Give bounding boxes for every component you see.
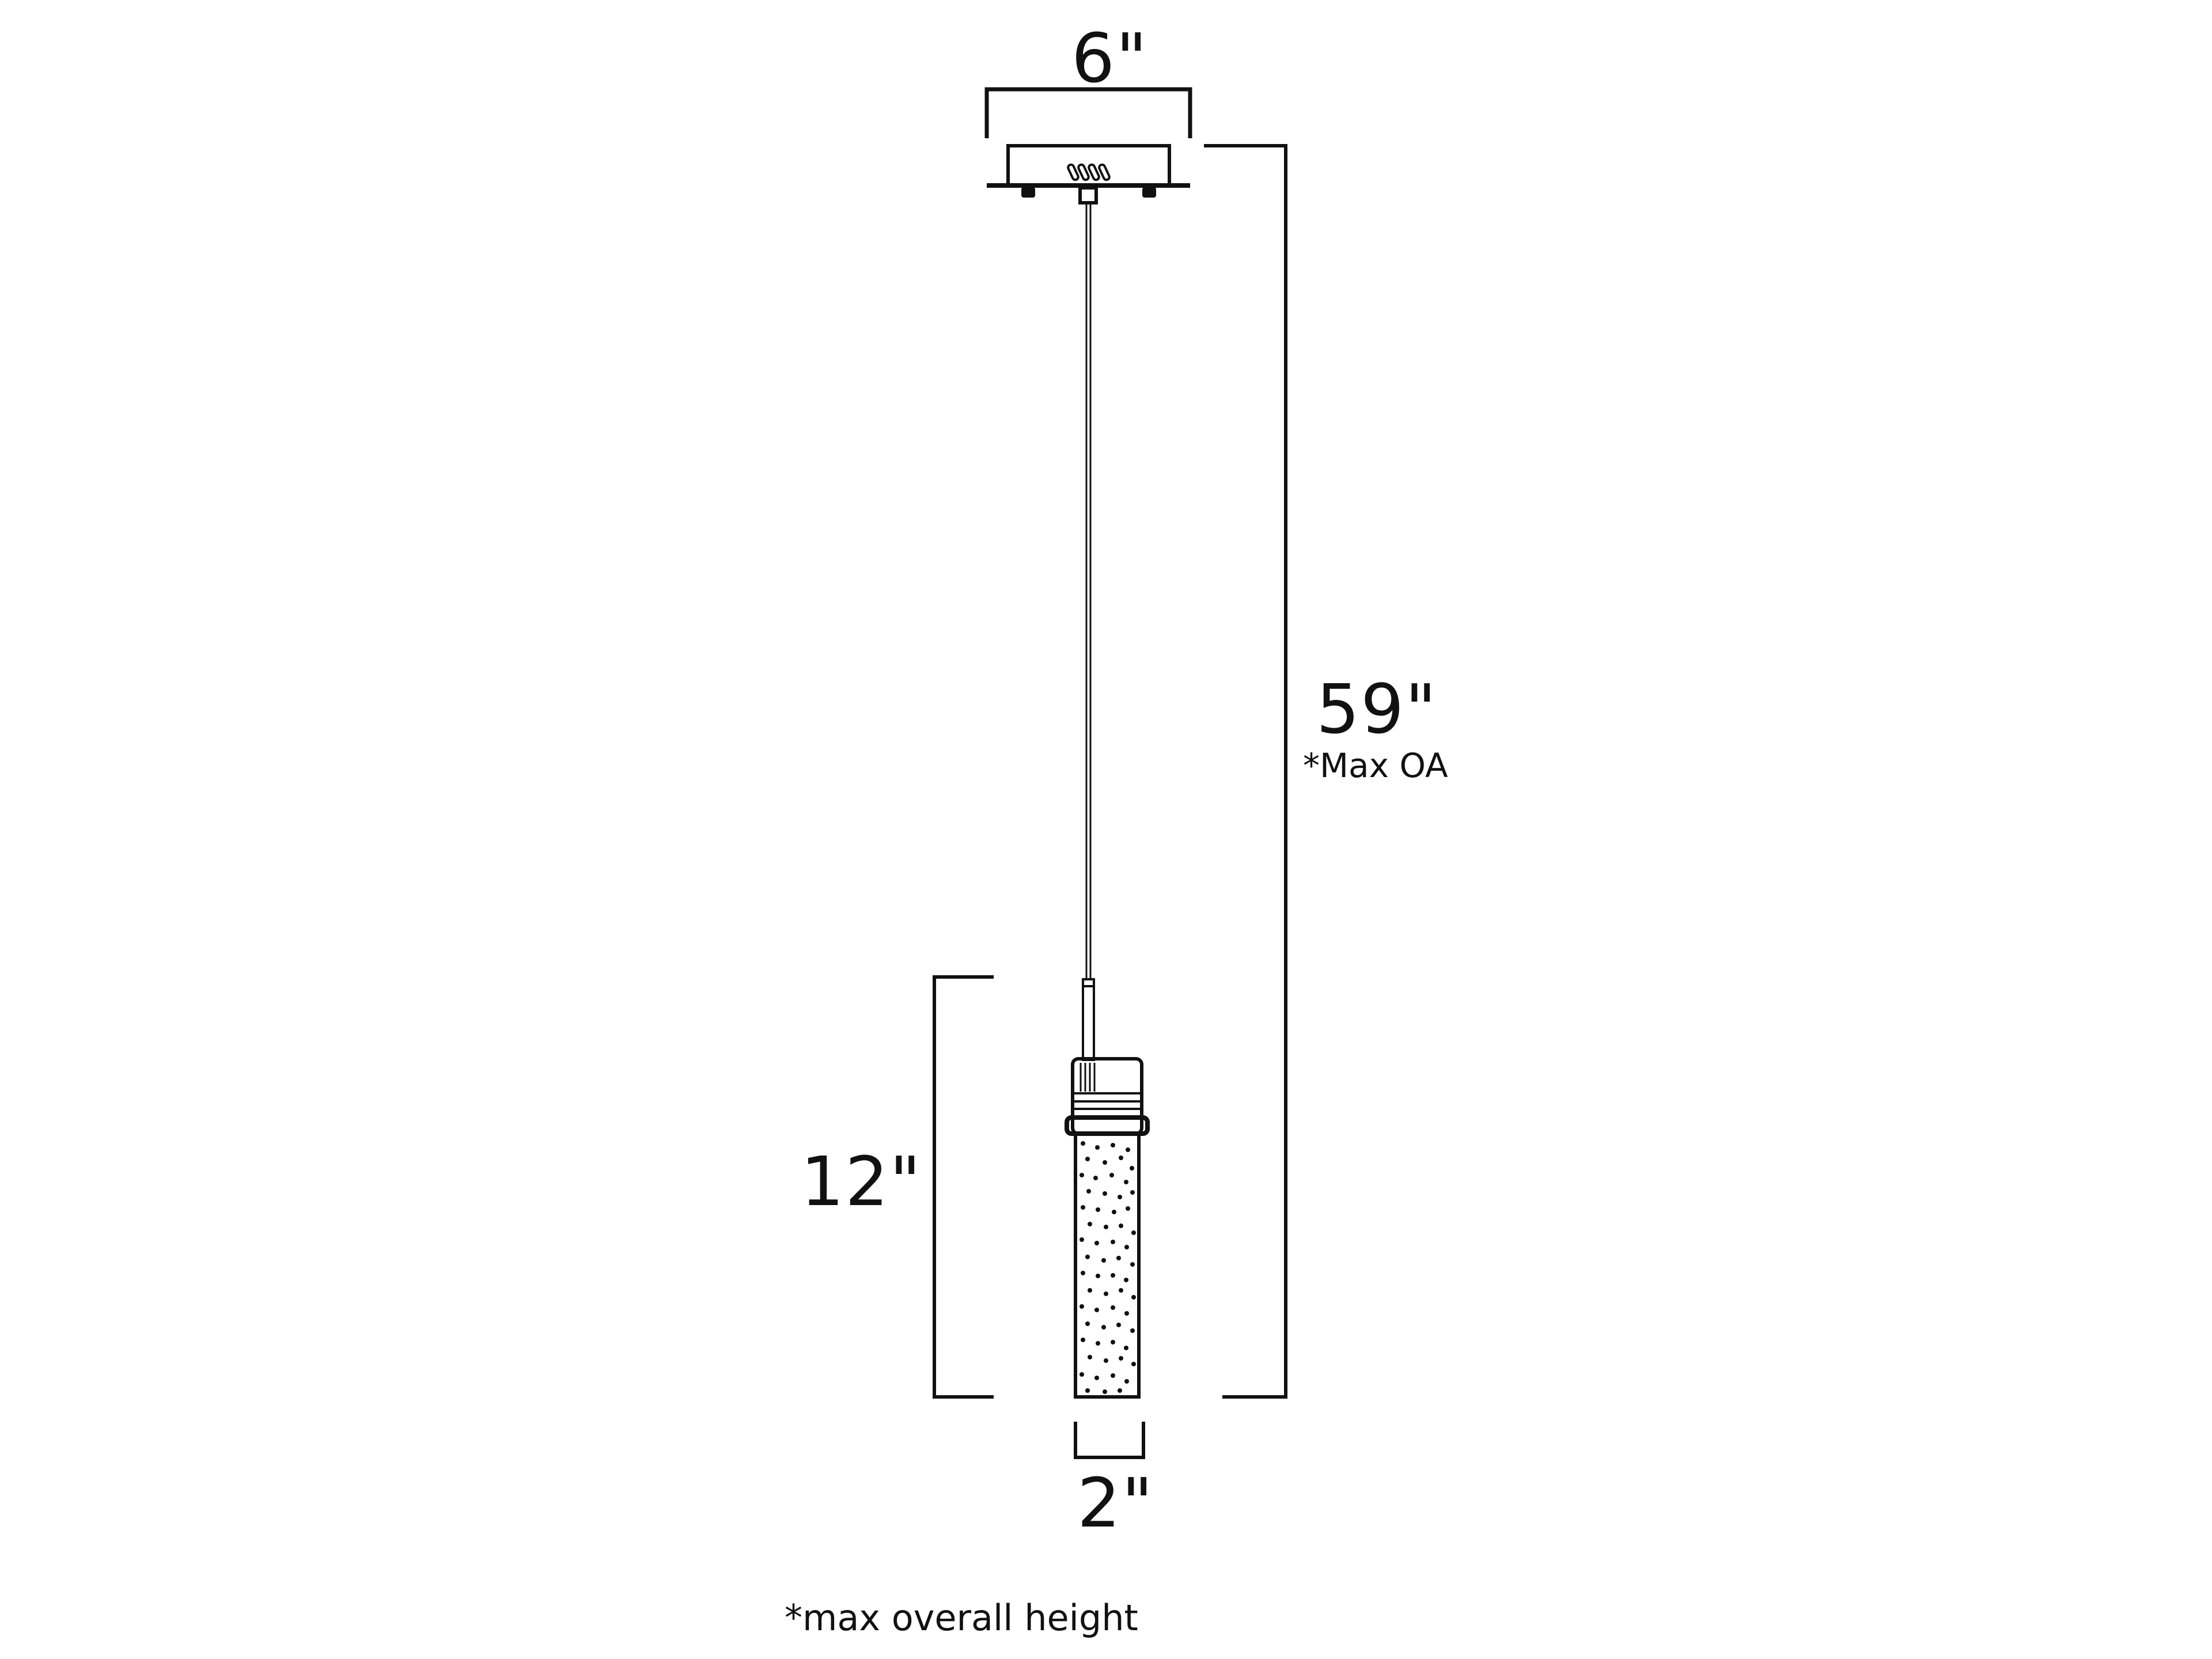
fixture-width-label: 2" <box>1077 1463 1154 1543</box>
fixture-height-label: 12" <box>801 1142 922 1221</box>
pendant-socket-cap <box>1065 1057 1150 1136</box>
overall-height-bracket <box>1204 144 1287 1399</box>
ceiling-canopy <box>987 144 1190 204</box>
suspension-cord <box>1085 204 1092 979</box>
fixture-width-bracket <box>1074 1422 1145 1459</box>
pendant-stem <box>1082 978 1095 1061</box>
glass-seed-pattern <box>1080 1141 1136 1394</box>
fixture-height-bracket <box>933 975 994 1399</box>
footnote: *max overall height <box>785 1597 1138 1639</box>
overall-height-note: *Max OA <box>1303 746 1448 785</box>
canopy-width-bracket <box>984 87 1192 138</box>
overall-height-label: 59" <box>1316 669 1438 749</box>
seeded-glass-cylinder <box>1074 1132 1141 1399</box>
canopy-width-label: 6" <box>1071 18 1149 98</box>
